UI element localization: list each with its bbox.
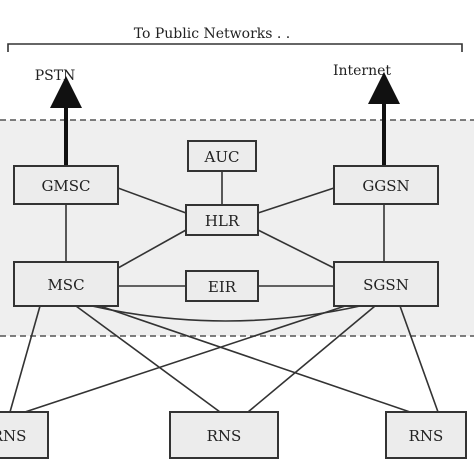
msc-label: MSC bbox=[47, 276, 84, 294]
sgsn-node: SGSN bbox=[333, 261, 439, 307]
ggsn-node: GGSN bbox=[333, 165, 439, 205]
pstn-label: PSTN bbox=[35, 68, 76, 84]
hlr-sgsn-link bbox=[257, 229, 335, 269]
rns-center-label: RNS bbox=[207, 427, 242, 445]
hlr-node: HLR bbox=[185, 204, 259, 236]
sgsn-label: SGSN bbox=[363, 276, 409, 294]
public-networks-brace bbox=[7, 43, 463, 52]
gmsc-label: GMSC bbox=[41, 177, 90, 195]
ggsn-label: GGSN bbox=[362, 177, 409, 195]
rns-right-node: RNS bbox=[385, 411, 467, 459]
rns-right-label: RNS bbox=[409, 427, 444, 445]
internet-label: Internet bbox=[333, 63, 391, 79]
rns-left-label: RNS bbox=[0, 427, 26, 445]
ggsn-hlr-link bbox=[257, 187, 335, 214]
gmsc-hlr-link bbox=[117, 187, 187, 214]
auc-node: AUC bbox=[187, 140, 257, 172]
sgsn-rns-right-link bbox=[399, 305, 439, 413]
msc-rns-left-link bbox=[9, 305, 41, 413]
msc-rns-right-link bbox=[99, 305, 411, 413]
gmsc-node: GMSC bbox=[13, 165, 119, 205]
msc-rns-center-link bbox=[75, 305, 221, 413]
sgsn-rns-center-link bbox=[247, 305, 376, 413]
msc-hlr-link bbox=[117, 229, 187, 269]
auc-label: AUC bbox=[204, 148, 240, 166]
eir-label: EIR bbox=[208, 278, 237, 296]
eir-node: EIR bbox=[185, 270, 259, 302]
rns-left-node: RNS bbox=[0, 411, 49, 459]
hlr-label: HLR bbox=[205, 212, 240, 230]
rns-center-node: RNS bbox=[169, 411, 279, 459]
msc-node: MSC bbox=[13, 261, 119, 307]
public-networks-header: To Public Networks . . bbox=[134, 26, 291, 42]
sgsn-rns-left-link bbox=[24, 305, 346, 413]
